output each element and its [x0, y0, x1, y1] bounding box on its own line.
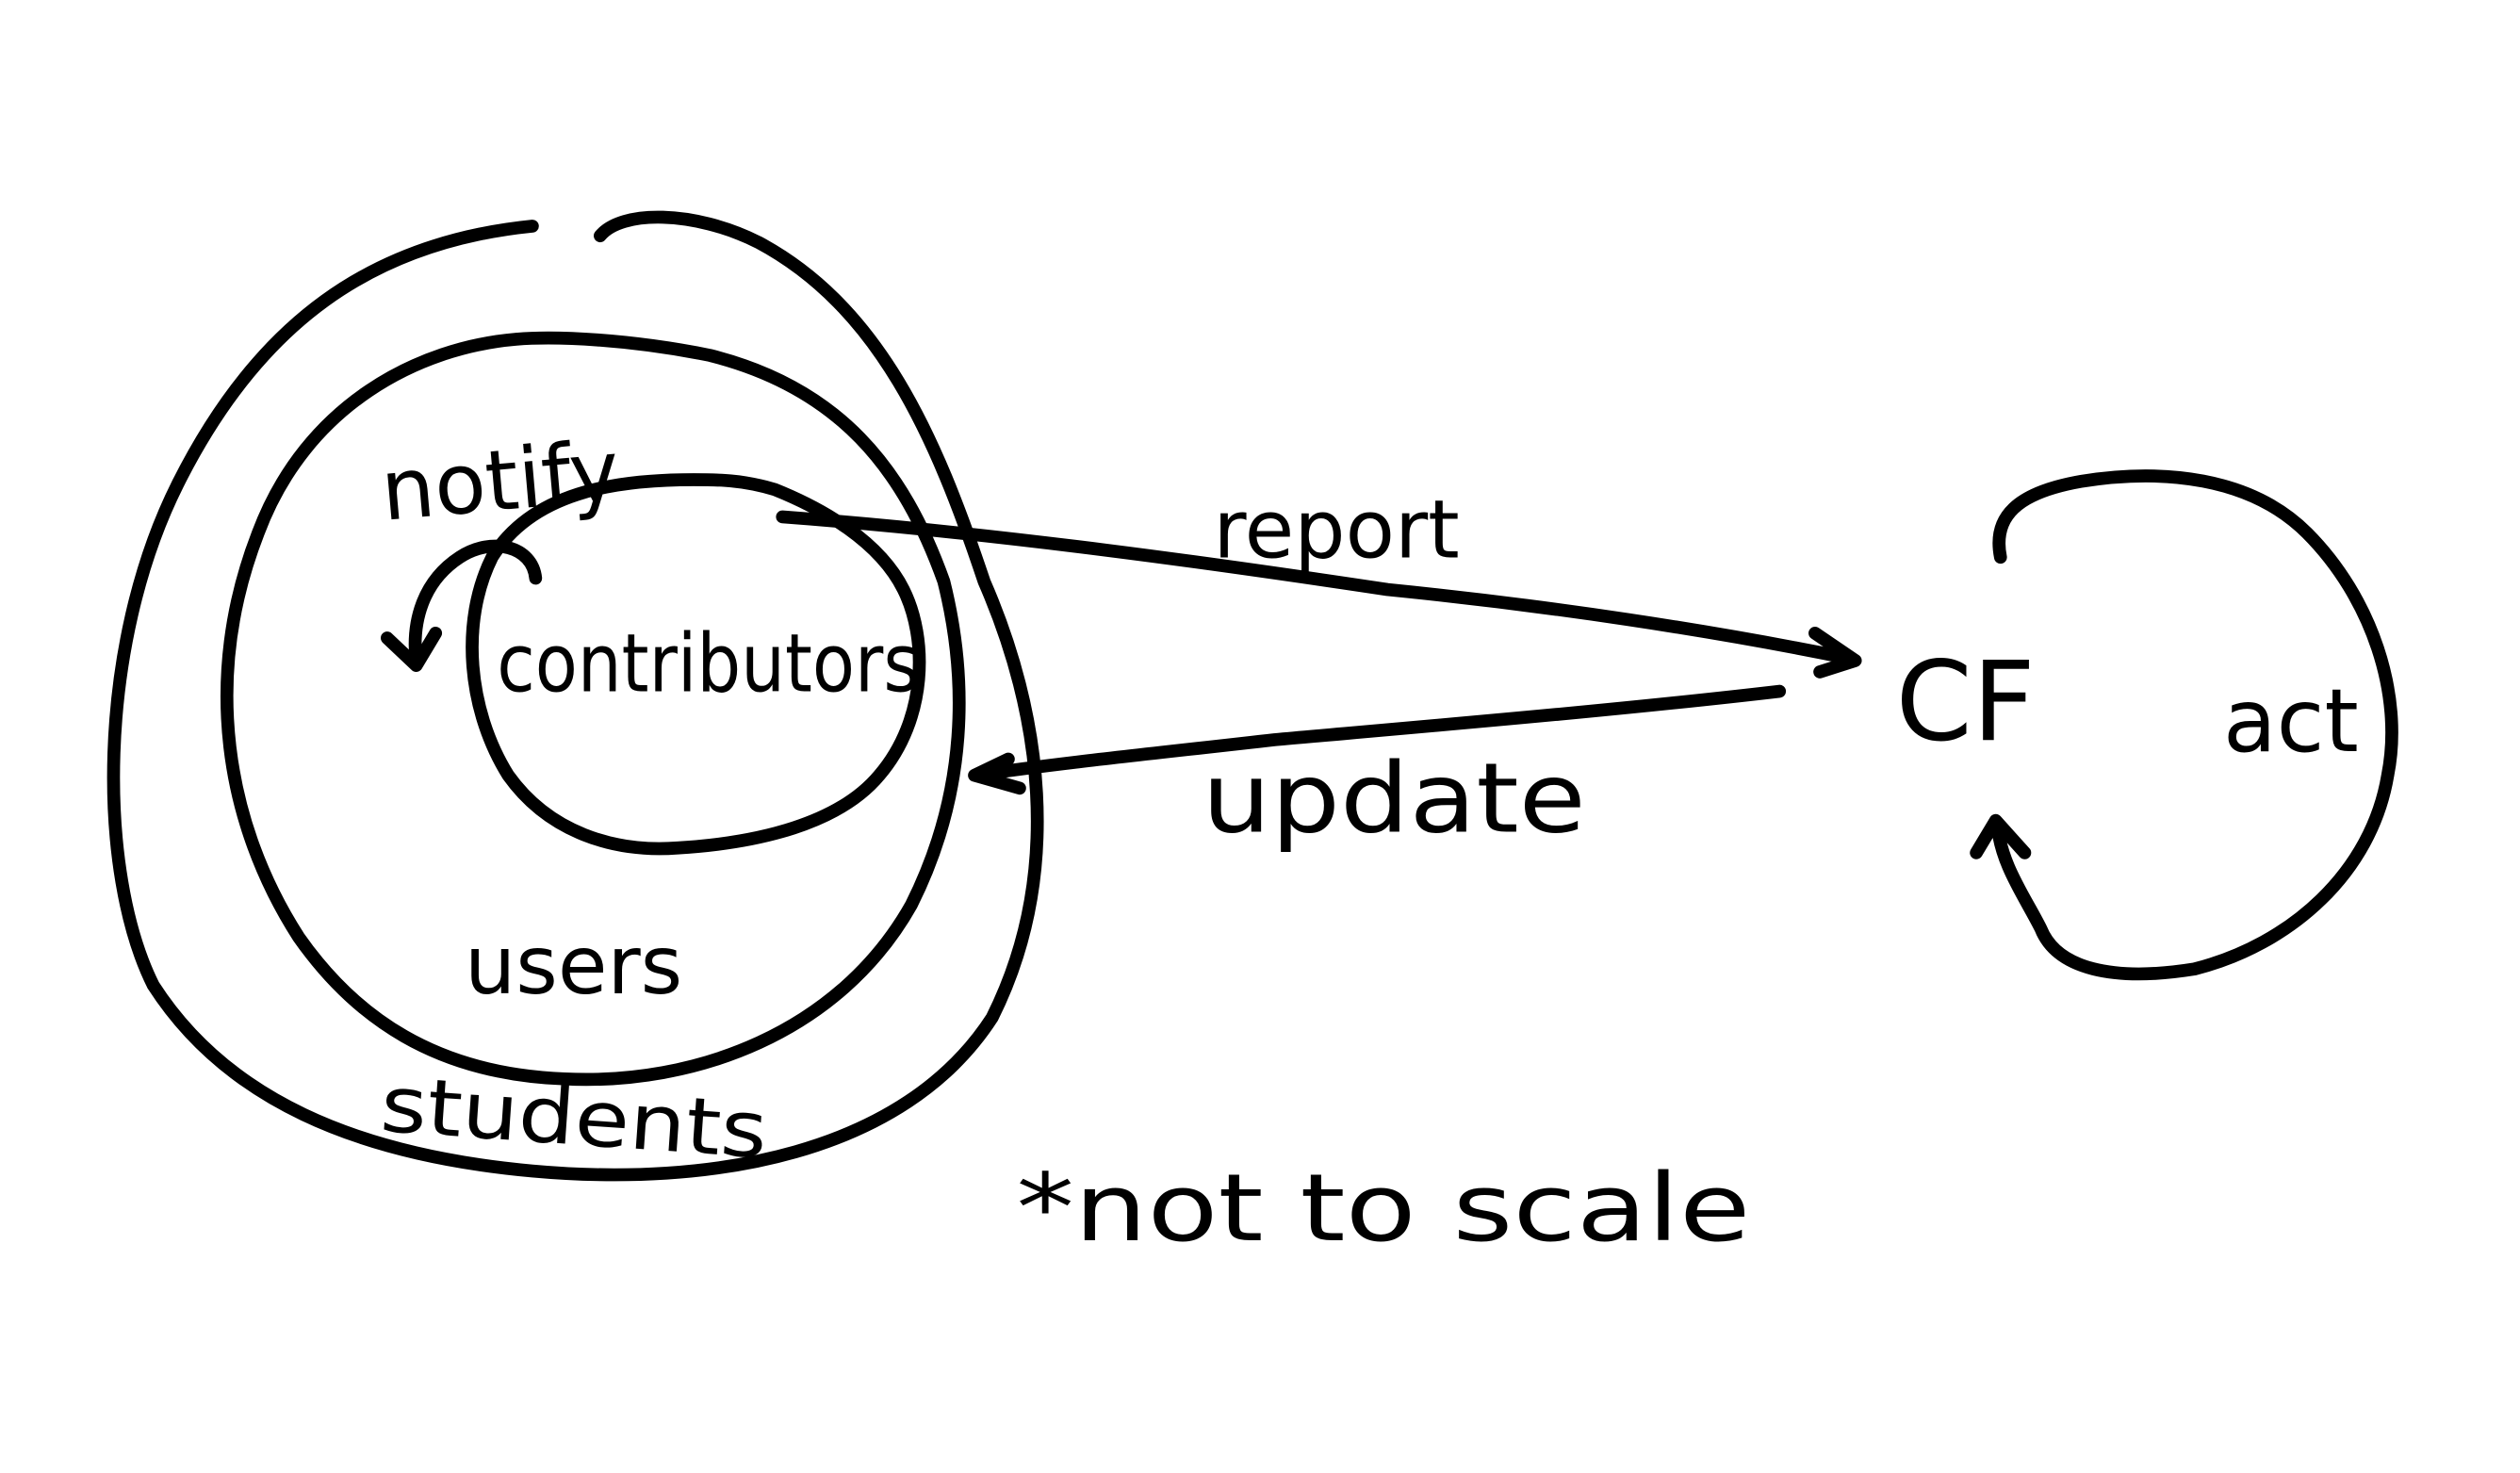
update-label: update	[1202, 744, 1585, 856]
act-cycle-arrowhead	[1970, 813, 2032, 859]
contributors-label: contributors	[497, 617, 920, 711]
report-label: report	[1213, 483, 1459, 577]
not-to-scale-note: *not to scale	[1017, 1154, 1751, 1263]
notify-loop-arrow	[408, 539, 543, 669]
users-circle	[221, 331, 966, 1087]
act-cycle-arrow	[1990, 469, 2398, 981]
notify-arrowhead	[381, 626, 443, 672]
cf-label: CF	[1895, 639, 2035, 766]
report-arrow	[776, 510, 1859, 666]
act-label: act	[2223, 670, 2359, 772]
users-label: users	[465, 920, 682, 1013]
update-arrow	[969, 684, 1787, 782]
report-arrowhead	[1808, 626, 1862, 679]
update-arrowhead	[968, 752, 1026, 795]
students-circle	[106, 210, 1044, 1182]
notify-label: notify	[377, 422, 623, 541]
